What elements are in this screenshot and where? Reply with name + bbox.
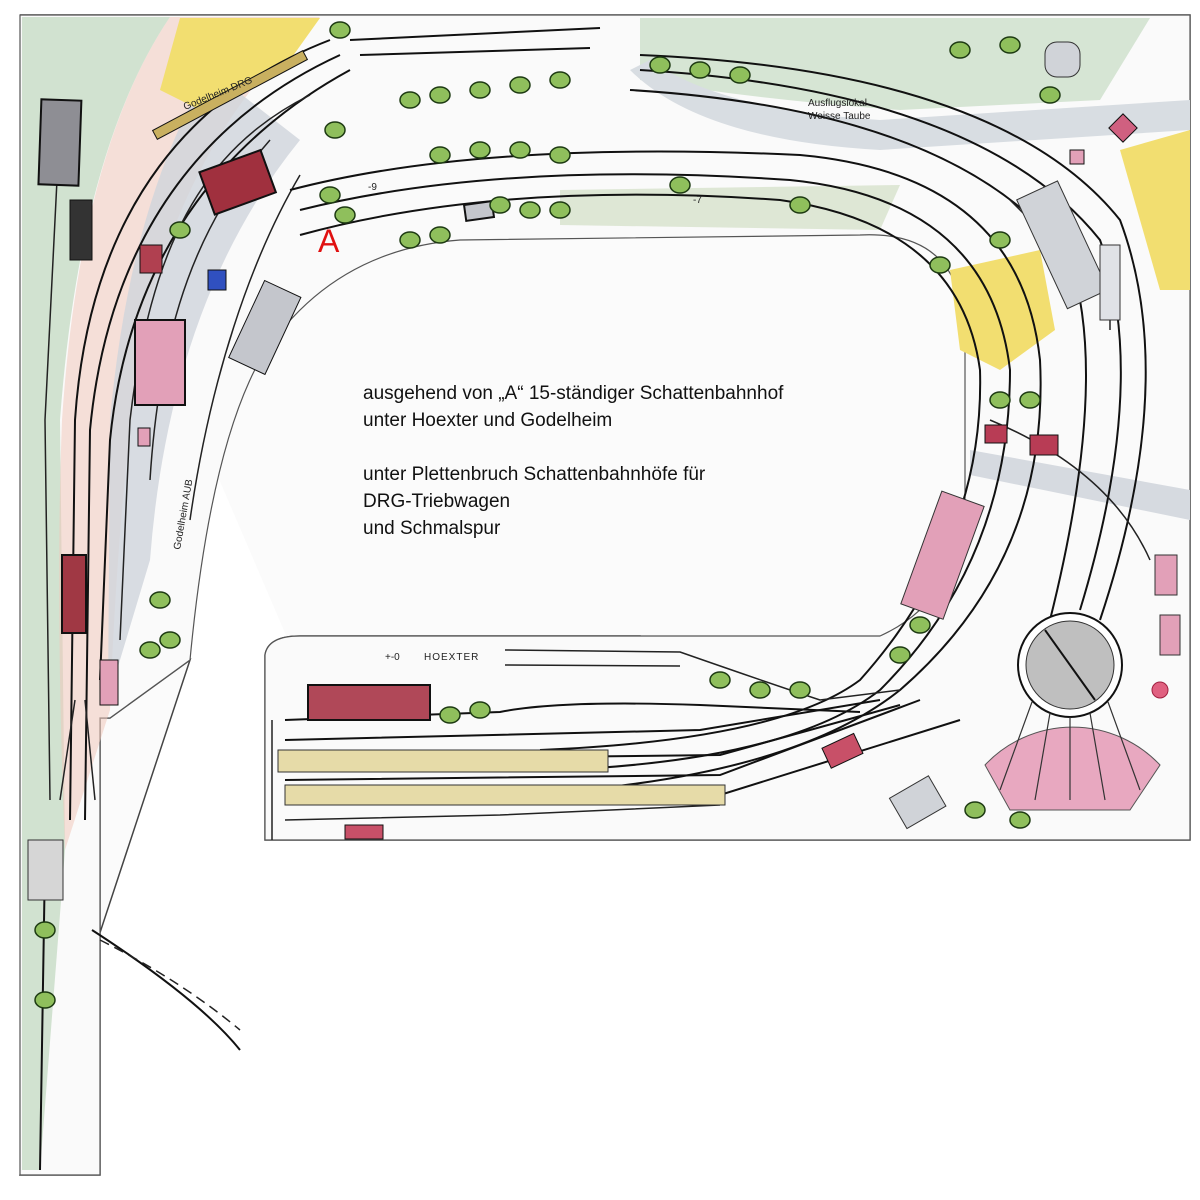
tree-icon [929,256,951,274]
tree-icon [709,671,731,689]
annotation-notes: ausgehend von „A“ 15-ständiger Schattenb… [363,383,784,539]
field-yellow-right [1120,130,1190,290]
tree-icon [749,681,771,699]
tree-icon [139,641,161,659]
tree-icon [689,61,711,79]
label-hoexter: HOEXTER [424,652,479,663]
tree-icon [949,41,971,59]
grass-strip-top [560,185,900,230]
marker-point-a: A [318,223,340,259]
tree-icon [169,221,191,239]
tree-icon [489,196,511,214]
label-weisse-taube: Weisse Taube [808,111,871,122]
tree-icon [319,186,341,204]
tree-icon [509,141,531,159]
note-line-4: DRG-Triebwagen [363,491,510,512]
tree-icon [989,231,1011,249]
tree-icon [1009,811,1031,829]
tree-icon [509,76,531,94]
tree-icon [149,591,171,609]
tree-icon [429,226,451,244]
tree-icon [789,681,811,699]
tree-icon [649,56,671,74]
tree-icon [789,196,811,214]
label-ausflugslokal: Ausflugslokal [808,98,867,109]
tree-icon [729,66,751,84]
tree-icon [469,701,491,719]
tree-icon [669,176,691,194]
road-right [970,450,1190,520]
road-top [630,60,1190,150]
field-yellow-mid [950,250,1055,370]
note-line-2: unter Hoexter und Godelheim [363,410,612,431]
note-line-3: unter Plettenbruch Schattenbahnhöfe für [363,464,706,485]
tree-icon [1019,391,1041,409]
tree-icon [429,146,451,164]
tree-icon [34,991,56,1009]
label-level-minus9: -9 [368,182,377,193]
tree-icon [909,616,931,634]
tree-icon [429,86,451,104]
tree-icon [439,706,461,724]
label-level-zero: +-0 [385,652,400,663]
tree-icon [549,71,571,89]
tree-icon [399,91,421,109]
gravel-left [108,70,300,700]
tree-icon [399,231,421,249]
label-level-minus7: -7 [693,195,702,206]
tree-icon [519,201,541,219]
tree-icon [469,81,491,99]
note-line-1: ausgehend von „A“ 15-ständiger Schattenb… [363,383,784,404]
field-yellow-topleft [160,18,320,110]
tree-icon [989,391,1011,409]
tree-icon [329,21,351,39]
tree-icon [549,201,571,219]
trees [34,21,1061,1009]
tree-icon [334,206,356,224]
tree-icon [324,121,346,139]
tree-icon [999,36,1021,54]
tree-icon [159,631,181,649]
tree-icon [34,921,56,939]
tree-icon [549,146,571,164]
grass-top [640,18,1150,110]
turntable [984,612,1161,811]
tree-icon [889,646,911,664]
tree-icon [1039,86,1061,104]
buildings [27,41,1181,901]
tree-icon [469,141,491,159]
tree-icon [964,801,986,819]
note-line-5: und Schmalspur [363,518,501,539]
